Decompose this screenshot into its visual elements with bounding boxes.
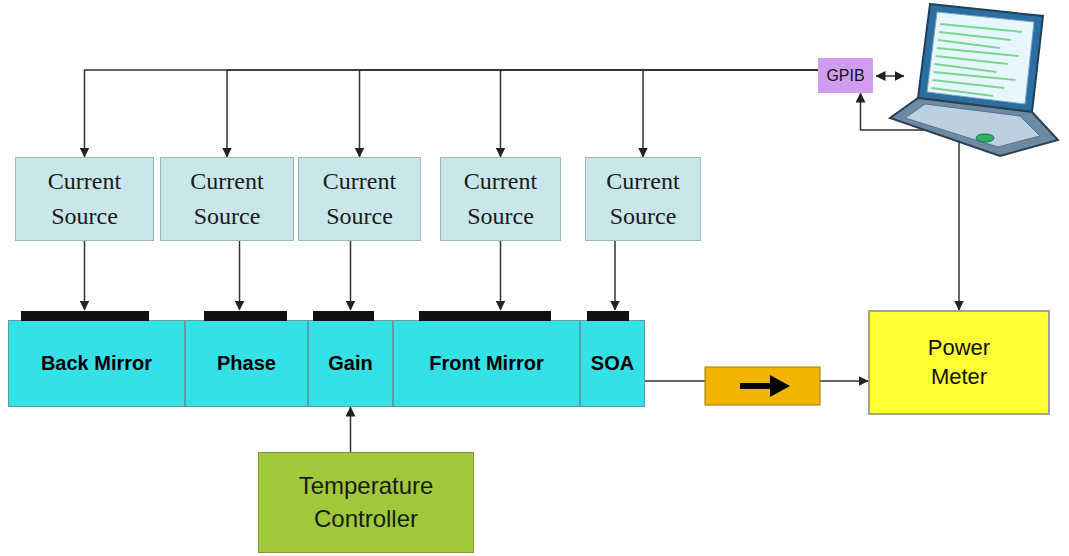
laser-section: SOA — [580, 320, 645, 407]
node-label: Power Meter — [909, 334, 1009, 391]
screen-line — [940, 24, 1022, 32]
electrode-pad — [587, 311, 629, 321]
node-label: Back Mirror — [41, 352, 152, 375]
connector — [350, 241, 352, 310]
screen-line — [936, 56, 1008, 64]
electrode-pad — [21, 311, 149, 321]
connector — [227, 70, 818, 157]
node-label: GPIB — [826, 67, 864, 85]
electrode-pad — [313, 311, 374, 321]
screen-line — [938, 40, 1000, 48]
node-label: Current Source — [165, 164, 289, 234]
screen-line — [935, 64, 997, 72]
electrode-pad — [419, 311, 551, 321]
laser-section: Phase — [185, 320, 308, 407]
node-label: Front Mirror — [429, 352, 543, 375]
connector — [643, 70, 818, 157]
screen-line — [933, 72, 1015, 80]
node-label: Temperature Controller — [265, 470, 467, 535]
node-label: Current Source — [303, 164, 416, 234]
connector — [614, 241, 616, 310]
connector — [501, 70, 819, 157]
screen-line — [939, 32, 1011, 40]
laser-section: Back Mirror — [8, 320, 185, 407]
laptop-icon — [890, 4, 1058, 156]
connector — [85, 70, 819, 157]
node-label: Gain — [328, 352, 372, 375]
node-label: Current Source — [20, 164, 149, 234]
bus-box: GPIB — [818, 58, 873, 93]
current-source-box: Current Source — [440, 157, 561, 241]
node-label: Phase — [217, 352, 276, 375]
laser-section: Front Mirror — [393, 320, 580, 407]
screen-line — [937, 48, 1019, 56]
current-source-box: Current Source — [585, 157, 701, 241]
node-label: SOA — [591, 352, 634, 375]
optical-isolator — [705, 367, 820, 405]
current-source-box: Current Source — [298, 157, 421, 241]
screen-line — [932, 80, 1004, 88]
node-label: Current Source — [445, 164, 556, 234]
temperature-controller-box: Temperature Controller — [258, 452, 474, 553]
connector — [239, 241, 241, 310]
current-source-box: Current Source — [160, 157, 294, 241]
laser-section: Gain — [308, 320, 393, 407]
electrode-pad — [204, 311, 287, 321]
connector — [500, 241, 502, 310]
screen-line — [931, 88, 993, 96]
bus-link — [876, 75, 904, 77]
node-label: Current Source — [590, 164, 696, 234]
connector — [360, 70, 819, 157]
connector — [84, 241, 86, 310]
connector — [350, 407, 352, 452]
power-meter-box: Power Meter — [868, 310, 1050, 415]
current-source-box: Current Source — [15, 157, 154, 241]
